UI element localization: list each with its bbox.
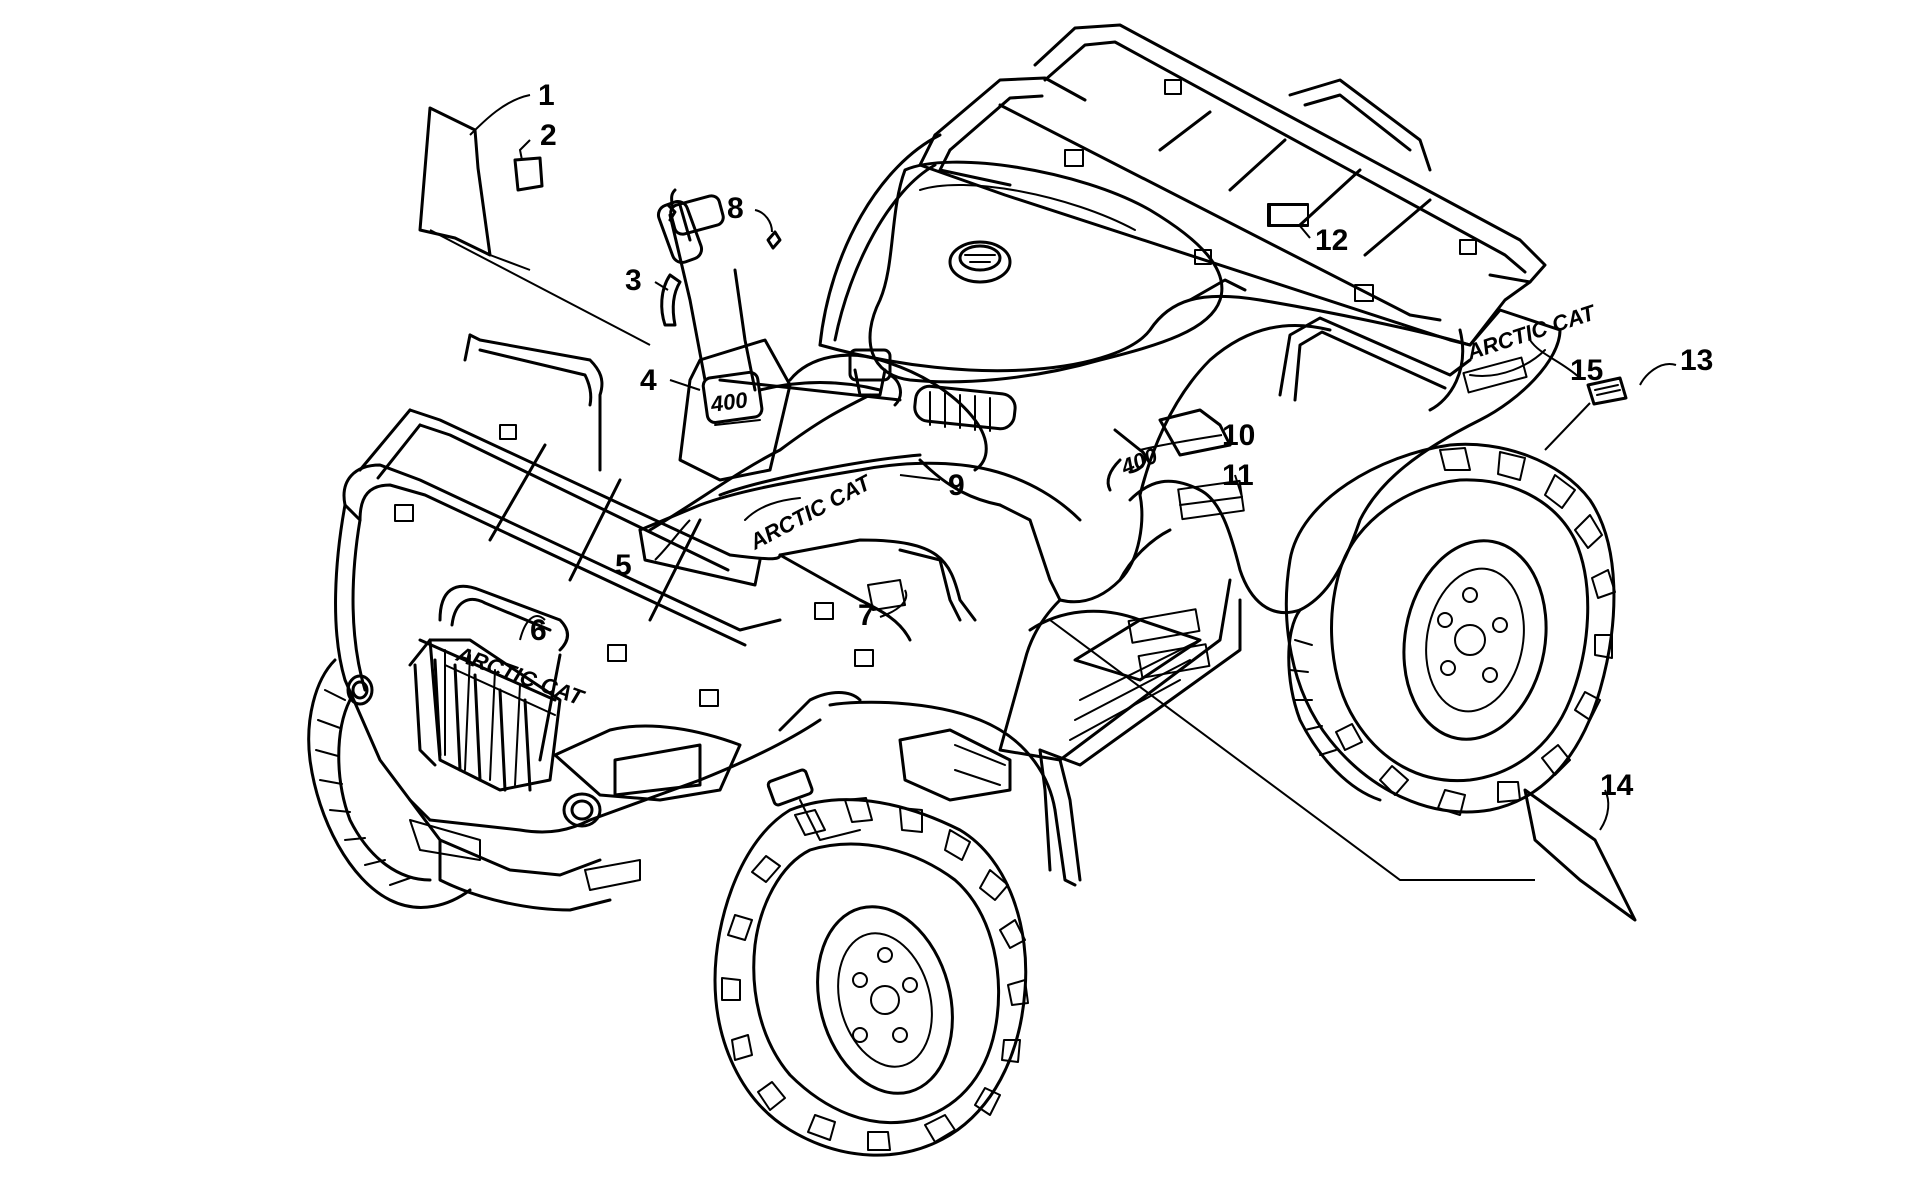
callout-7: 7 bbox=[858, 599, 875, 632]
right-rear-wheel bbox=[1284, 442, 1616, 816]
handlebar-assembly: 400 bbox=[656, 188, 1017, 482]
callout-6: 6 bbox=[530, 614, 547, 647]
footrest bbox=[998, 578, 1242, 882]
right-front-fender bbox=[766, 691, 1077, 887]
left-front-wheel bbox=[307, 658, 472, 909]
callout-10: 10 bbox=[1222, 419, 1255, 452]
callout-11: 11 bbox=[1222, 459, 1254, 492]
callout-4: 4 bbox=[640, 364, 657, 397]
callout-8: 8 bbox=[727, 192, 744, 225]
callout-13: 13 bbox=[1680, 344, 1713, 377]
callout-1: 1 bbox=[538, 79, 555, 112]
left-rear-wheel bbox=[1118, 528, 1172, 582]
decal-8-sheet bbox=[766, 230, 782, 250]
decal-3-sheet bbox=[660, 273, 682, 327]
decal-14-sheet bbox=[1523, 788, 1637, 922]
callout-5: 5 bbox=[615, 549, 632, 582]
callout-15: 15 bbox=[1570, 354, 1603, 387]
decal-2-sheet bbox=[513, 156, 544, 192]
decal-1-sheet bbox=[418, 106, 492, 257]
callout-2: 2 bbox=[540, 119, 557, 152]
callout-3: 3 bbox=[625, 264, 642, 297]
seat bbox=[868, 160, 1224, 384]
callout-14: 14 bbox=[1600, 769, 1634, 802]
right-front-wheel bbox=[713, 797, 1029, 1157]
speedometer-decal: 400 bbox=[708, 387, 750, 417]
callout-labels: 1 2 3 4 5 6 7 8 9 10 11 12 13 14 15 bbox=[530, 79, 1713, 802]
rear-fender bbox=[818, 133, 1562, 615]
decal-13-sheet bbox=[1586, 376, 1628, 406]
leader-lines bbox=[429, 94, 1677, 881]
callout-12: 12 bbox=[1315, 224, 1348, 257]
callout-9: 9 bbox=[948, 469, 965, 502]
front-rack bbox=[342, 333, 977, 707]
front-fascia: ARCTIC CAT bbox=[334, 503, 822, 912]
